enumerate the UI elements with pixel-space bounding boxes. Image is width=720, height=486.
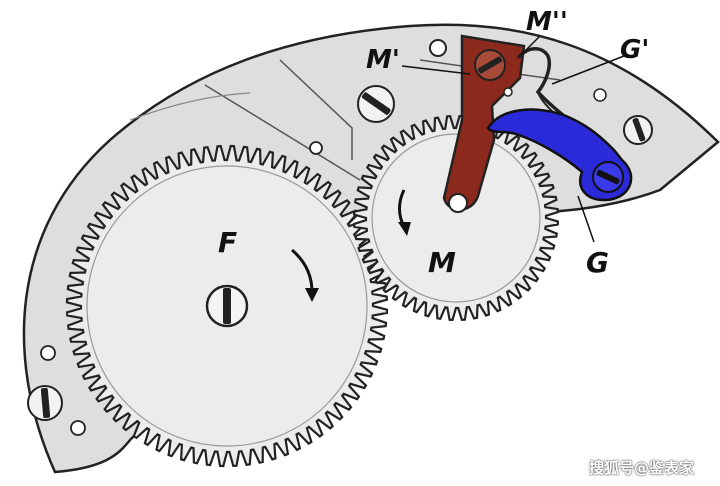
label-G-prime: G' (620, 35, 649, 65)
plate-hole (40, 345, 56, 361)
plate-hole (429, 39, 447, 57)
plate-edge-line (204, 59, 621, 181)
gear-root-circle (371, 133, 541, 303)
label-G: G (586, 246, 609, 279)
screw-icon (27, 385, 63, 421)
rotation-arrow-icon (398, 189, 411, 236)
leader-line (401, 65, 471, 75)
plate-hole (70, 420, 86, 436)
screw-icon (205, 284, 249, 328)
screw-icon (357, 85, 395, 123)
gear-root-circle (86, 165, 368, 447)
label-F: F (218, 226, 237, 259)
rotation-arrow-icon (291, 248, 319, 302)
lever-pivot-hole (448, 193, 468, 213)
plate-hole (309, 141, 323, 155)
watermark: 搜狐号@鉴表家 (588, 459, 694, 477)
leader-line (551, 55, 625, 85)
leader-line (577, 195, 595, 243)
screw-icon (623, 115, 653, 145)
label-M-double-prime: M'' (526, 7, 568, 37)
leader-line (519, 35, 541, 57)
label-M: M (428, 246, 456, 279)
screw-icon (592, 161, 624, 193)
plate-hole (593, 88, 607, 102)
plate-bevel (129, 92, 251, 121)
screw-icon (474, 49, 506, 81)
label-M-prime: M' (366, 45, 400, 75)
lever-rivet (503, 87, 513, 97)
